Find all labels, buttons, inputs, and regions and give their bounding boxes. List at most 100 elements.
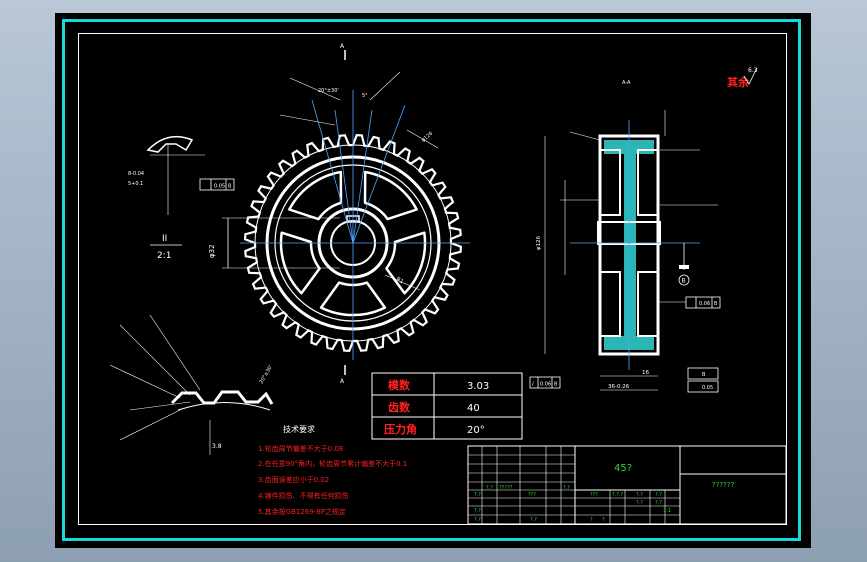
part-name: 45?: [614, 463, 632, 474]
tech-req-item-4: 4.铸件损伤、不得有任何损伤: [258, 491, 349, 500]
web-pocket-upper-right: [637, 149, 659, 216]
tb-cell-9: ?.?: [655, 492, 662, 498]
tech-req-item-3: 3.齿面误差应小于0.02: [258, 475, 329, 484]
dim-angle-20: 20°±30': [318, 88, 339, 94]
gear-front-view: A A φ32 R1 φ126 20°±30' 5°: [208, 43, 470, 385]
tech-req-title: 技术要求: [283, 424, 315, 434]
tb-cell-17: ?.?: [530, 517, 537, 523]
tb-cell-10: ?.?: [655, 500, 662, 506]
tech-req-item-5: 5.其余按GB1269-8P之规定: [258, 507, 346, 516]
detail-angle-text: 20°±30': [259, 364, 275, 385]
sheet-border-inner: [78, 33, 787, 525]
org-name: ??????: [712, 481, 735, 489]
keyway-tol-datum: B: [228, 184, 232, 190]
param-tolerance-frame: [529, 376, 561, 389]
leader-roughness-left-2: [279, 114, 336, 126]
drawing-sheet: [55, 13, 811, 548]
leader-detail-5: [119, 409, 181, 441]
roughness-note-other: 其余: [727, 75, 750, 89]
tb-cell-7: ?.?.?: [612, 492, 623, 498]
detail-label-ii: II: [162, 234, 167, 244]
section-title: A-A: [622, 80, 631, 86]
tb-cell-2: ?.?: [486, 485, 493, 491]
roughness-symbol-icon: [743, 67, 758, 85]
keyway-dim-width: 8-0.04: [128, 171, 144, 177]
leader-detail-3: [109, 364, 181, 399]
datum-b-letter: B: [682, 278, 686, 285]
tb-cell-8: ?.?: [636, 492, 643, 498]
title-block: 45? ?????? ?.? ?.? ????? ??? ?.? ??? ?.?…: [467, 445, 787, 525]
tb-cell-4: ???: [528, 492, 536, 498]
dim-r-label: R1: [395, 277, 404, 286]
param-name-teeth: 齿数: [388, 400, 411, 414]
tooth-centerline-2: [352, 109, 373, 244]
spoke-opening: [319, 281, 387, 317]
leader-r-label: [384, 274, 421, 291]
web-pocket-lower-right: [637, 271, 659, 337]
tooth-profile: [170, 390, 274, 405]
param-tol-value: 0.06: [540, 382, 551, 388]
detail-dim-text: 3.8: [212, 443, 222, 450]
spoke-opening: [288, 170, 343, 221]
tb-cell-6: ???: [590, 492, 598, 498]
dim-overall-phi: φ126: [536, 235, 542, 250]
leader-roughness-left: [289, 77, 341, 101]
tb-cell-11: ?.?: [636, 500, 643, 506]
tooth-detail-view: 3.8 20°±30': [109, 314, 275, 455]
tech-req-item-1: 1.轮齿周节偏差不大于0.08: [258, 444, 343, 453]
param-value-module: 3.03: [467, 381, 489, 392]
gear-parameter-table: 模数 齿数 压力角 3.03 40 20° / 0.06 B: [371, 372, 561, 440]
tb-cell-16: ?: [602, 517, 605, 523]
technical-requirements: 技术要求 1.轮齿周节偏差不大于0.08 2.在任意90°角内，轮齿周节累计偏差…: [258, 424, 407, 516]
datum-b-marker: [678, 274, 690, 286]
spoke-opening: [363, 170, 418, 221]
dim-width-total: 36-0.26: [608, 384, 630, 390]
param-value-teeth: 40: [467, 403, 480, 414]
leader-detail-2: [149, 314, 201, 391]
section-a-a-view: A-A φ126 36-0.26 16 B 0.06 B: [536, 67, 758, 393]
tb-cell-3: ?????: [499, 485, 513, 491]
keyway-dim-depth: 5+0.1: [128, 181, 143, 187]
tb-cell-14: ?.?: [474, 517, 481, 523]
keyway-profile: [146, 135, 194, 153]
spoke-opening: [279, 231, 321, 295]
leader-phi-outer: [406, 129, 439, 149]
tb-cell-5: ?.?: [563, 485, 570, 491]
leader-detail-1: [119, 324, 191, 396]
tooth-root-arc: [177, 402, 271, 411]
dim-angle-5: 5°: [362, 93, 368, 99]
param-tol-symbol: /: [532, 382, 534, 388]
dim-hub-phi: φ32: [208, 244, 216, 258]
section-tol-value: 0.06: [699, 301, 710, 307]
dim-hub-width: 16: [642, 370, 649, 376]
section-tol-datum: B: [714, 301, 718, 307]
tech-req-item-2: 2.在任意90°角内，轮齿周节累计偏差不大于0.1: [258, 459, 407, 468]
tb-cell-15: ?: [590, 517, 593, 523]
tb-cell-1: ?.?: [474, 492, 481, 498]
tooth-centerline-4: [311, 99, 354, 244]
keyway-tol-value: 0.05: [214, 184, 225, 190]
keyway-section-view: 8-0.04 5+0.1 0.05 B II 2:1: [128, 135, 235, 261]
param-name-module: 模数: [388, 378, 411, 392]
web-pocket-lower-left: [599, 271, 621, 337]
keyway-tolerance-frame: [199, 178, 235, 191]
tooth-centerline-1: [334, 109, 354, 244]
sheet-border-outer: [62, 19, 801, 541]
param-value-pressure-angle: 20°: [467, 425, 485, 436]
tooth-centerline-3: [352, 104, 406, 244]
gear-spokes: [279, 170, 427, 317]
leader-detail-4: [129, 401, 191, 411]
param-name-pressure-angle: 压力角: [384, 422, 417, 436]
section-letter-bottom: A: [340, 378, 345, 385]
spoke-opening: [385, 231, 427, 295]
bottom-tolerance-frame-1: [687, 367, 719, 380]
bottom-tolerance-frame-2: [687, 380, 719, 393]
tb-cell-13: ?.?: [474, 508, 481, 514]
bottom-tol-value-2: 0.05: [702, 385, 713, 391]
detail-scale: 2:1: [157, 251, 171, 261]
tb-cell-12: 1:1: [663, 508, 671, 514]
leader-roughness-right: [369, 71, 401, 101]
web-pocket-upper-left: [599, 149, 621, 216]
section-letter-top: A: [340, 43, 345, 50]
